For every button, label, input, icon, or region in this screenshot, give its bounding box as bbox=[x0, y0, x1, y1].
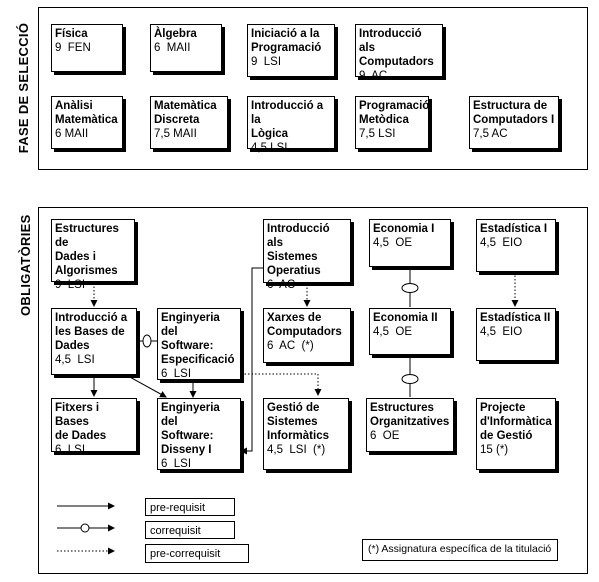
course-economia-2: Economia II 4,5 OE bbox=[369, 308, 451, 355]
coreq-link-eco2-eo-circle bbox=[401, 374, 419, 384]
course-title: Programació Metòdica bbox=[359, 100, 430, 126]
course-credits: 4,5 EIO bbox=[480, 326, 523, 338]
course-estadistica-1: Estadística I 4,5 EIO bbox=[476, 219, 556, 272]
course-enginyeria-software-disseny: Enginyeria del Software: Disseny I 6 LSI bbox=[157, 398, 241, 470]
course-analisi-matematica: Anàlisi Matemàtica 6 MAII bbox=[51, 96, 123, 149]
legend-prerequisit: pre-requisit bbox=[145, 498, 235, 516]
course-title: Introducció als Computadors bbox=[359, 28, 434, 68]
course-credits: 7,5 AC bbox=[473, 128, 508, 140]
legend-correquisit: correquisit bbox=[145, 521, 235, 539]
course-introduccio-sistemes-operatius: Introducció als Sistemes Operatius 6 AC bbox=[263, 219, 351, 291]
course-credits: 6 MAII bbox=[55, 128, 89, 140]
course-credits: 4,5 OE bbox=[373, 237, 412, 249]
course-title: Estructures Organitzatives bbox=[370, 402, 450, 428]
coreq-link-eco1-eco2-circle bbox=[401, 283, 419, 293]
course-title: Economia I bbox=[373, 223, 435, 235]
course-introduccio-computadors: Introducció als Computadors 9 AC bbox=[355, 24, 443, 82]
course-title: Estadística II bbox=[480, 312, 551, 324]
course-algebra: Àlgebra 6 MAII bbox=[150, 24, 222, 72]
course-gestio-sistemes-informatics: Gestió de Sistemes Informàtics 4,5 LSI (… bbox=[263, 398, 349, 470]
course-title: Introducció a les Bases de Dades bbox=[55, 312, 128, 352]
dotted-link-ese-gestio bbox=[241, 373, 322, 396]
course-title: Introducció a la Lògica bbox=[251, 100, 324, 140]
course-credits: 4,5 EIO bbox=[480, 237, 523, 249]
course-projecte-informatica-gestio: Projecte d'Informàtica de Gestió 15 (*) bbox=[476, 398, 556, 470]
legend-precorrequisit: pre-correquisit bbox=[145, 544, 249, 563]
course-estructures-organitzatives: Estructures Organitzatives 6 OE bbox=[366, 398, 454, 452]
course-title: Xarxes de Computadors bbox=[267, 312, 342, 338]
course-credits: 7,5 MAII bbox=[154, 128, 197, 140]
course-iniciacio-programacio: Iniciació a la Programació 9 LSI bbox=[247, 24, 335, 77]
course-credits: 9 LSI bbox=[251, 56, 282, 68]
course-economia-1: Economia I 4,5 OE bbox=[369, 219, 451, 267]
course-title: Enginyeria del Software: Disseny I bbox=[161, 402, 220, 456]
course-title: Àlgebra bbox=[154, 28, 197, 40]
course-introduccio-logica: Introducció a la Lògica 4,5 LSI bbox=[247, 96, 335, 154]
course-estadistica-2: Estadística II 4,5 EIO bbox=[476, 308, 556, 361]
footnote-specific-subject: (*) Assignatura específica de la titulac… bbox=[362, 539, 558, 561]
course-title: Estructures de Dades i Algorismes bbox=[55, 223, 119, 277]
course-credits: 6 LSI bbox=[161, 458, 192, 470]
course-credits: 4,5 LSI bbox=[251, 142, 288, 154]
course-credits: 9 AC bbox=[359, 70, 388, 82]
legend-circle-icon bbox=[80, 523, 90, 533]
course-programacio-metodica: Programació Metòdica 7,5 LSI bbox=[355, 96, 429, 149]
course-title: Anàlisi Matemàtica bbox=[55, 100, 118, 126]
course-credits: 7,5 LSI bbox=[359, 128, 396, 140]
course-estructures-dades-algorismes: Estructures de Dades i Algorismes 9 LSI bbox=[51, 219, 135, 291]
course-credits: 6 AC (*) bbox=[267, 340, 314, 352]
course-title: Gestió de Sistemes Informàtics bbox=[267, 402, 329, 442]
prereq-link-ibd-esd bbox=[127, 375, 167, 398]
course-credits: 4,5 LSI (*) bbox=[267, 444, 326, 456]
course-title: Estadística I bbox=[480, 223, 548, 235]
course-credits: 4,5 LSI bbox=[55, 354, 95, 366]
course-title: Projecte d'Informàtica de Gestió bbox=[480, 402, 552, 442]
course-title: Fitxers i Bases de Dades bbox=[55, 402, 107, 442]
course-credits: 6 MAII bbox=[154, 42, 191, 54]
course-title: Introducció als Sistemes Operatius bbox=[267, 223, 330, 277]
course-credits: 6 OE bbox=[370, 430, 400, 442]
course-title: Estructura de Computadors I bbox=[473, 100, 555, 126]
course-title: Enginyeria del Software: Especificació bbox=[161, 312, 235, 366]
course-credits: 6 LSI bbox=[161, 368, 192, 380]
course-matematica-discreta: Matemàtica Discreta 7,5 MAII bbox=[150, 96, 228, 149]
course-credits: 9 FEN bbox=[55, 42, 91, 54]
course-title: Física bbox=[55, 28, 88, 40]
course-estructura-computadors-1: Estructura de Computadors I 7,5 AC bbox=[469, 96, 559, 149]
course-credits: 6 LSI bbox=[55, 444, 86, 456]
course-fisica: Física 9 FEN bbox=[51, 24, 123, 72]
course-enginyeria-software-especificacio: Enginyeria del Software: Especificació 6… bbox=[157, 308, 241, 380]
coreq-link-ibd-ese-circle bbox=[142, 334, 152, 348]
course-credits: 15 (*) bbox=[480, 444, 509, 456]
course-title: Iniciació a la Programació bbox=[251, 28, 322, 54]
prereq-link-iso-esd bbox=[240, 267, 266, 455]
course-credits: 6 AC bbox=[267, 279, 296, 291]
course-title: Economia II bbox=[373, 312, 438, 324]
course-fitxers-bases-dades: Fitxers i Bases de Dades 6 LSI bbox=[51, 398, 137, 456]
course-credits: 9 LSI bbox=[55, 279, 86, 291]
course-title: Matemàtica Discreta bbox=[154, 100, 217, 126]
course-xarxes-computadors: Xarxes de Computadors 6 AC (*) bbox=[263, 308, 351, 363]
course-introduccio-bases-dades: Introducció a les Bases de Dades 4,5 LSI bbox=[51, 308, 137, 375]
course-credits: 4,5 OE bbox=[373, 326, 412, 338]
